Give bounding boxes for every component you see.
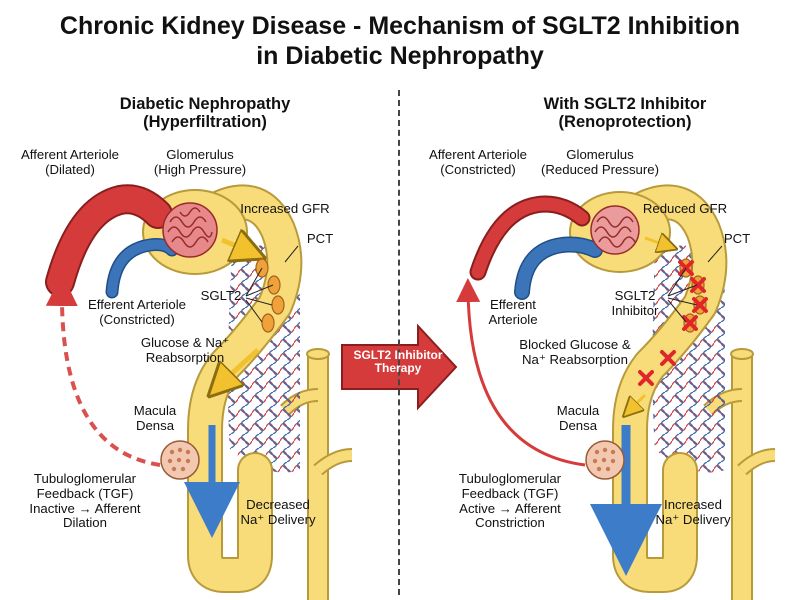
right-tgf-feedback-arrow — [456, 278, 586, 467]
right-sglt2-label: SGLT2 Inhibitor — [611, 288, 659, 318]
left-tgf-label: Tubuloglomerular Feedback (TGF) Inactive… — [29, 471, 141, 531]
right-glomerulus-label: Glomerulus (Reduced Pressure) — [540, 147, 659, 177]
left-sglt2-label: SGLT2 — [200, 288, 242, 303]
left-delivery-label: Decreased Na⁺ Delivery — [240, 497, 316, 527]
left-glomerulus — [162, 202, 218, 258]
right-reabsorption-arrow — [630, 393, 647, 410]
left-tgf-feedback-arrow — [45, 274, 161, 467]
right-sglt2-pointers — [667, 245, 723, 323]
right-pct-label: PCT — [723, 231, 751, 246]
right-panel-art — [456, 184, 776, 600]
right-delivery-label: Increased Na⁺ Delivery — [655, 497, 731, 527]
right-macula-densa — [585, 440, 625, 480]
right-afferent-label: Afferent Arteriole (Constricted) — [429, 147, 527, 177]
left-panel-heading: Diabetic Nephropathy (Hyperfiltration) — [119, 95, 291, 132]
right-efferent-label: Efferent Arteriole — [488, 297, 538, 327]
right-gfr-label: Reduced GFR — [642, 201, 728, 216]
left-reabsorption-label: Glucose & Na⁺ Reabsorption — [140, 335, 230, 365]
left-gfr-label: Increased GFR — [240, 201, 330, 216]
left-afferent-label: Afferent Arteriole (Dilated) — [21, 147, 119, 177]
therapy-arrow-label: SGLT2 Inhibitor Therapy — [353, 348, 443, 376]
left-panel-art — [45, 184, 353, 600]
right-glomerulus — [590, 205, 640, 255]
panel-divider — [398, 90, 400, 595]
page-title: Chronic Kidney Disease - Mechanism of SG… — [59, 12, 741, 70]
left-glomerulus-label: Glomerulus (High Pressure) — [153, 147, 247, 177]
right-reabsorption-label: Blocked Glucose & Na⁺ Reabsorption — [519, 337, 631, 367]
left-sglt2-pointers — [245, 245, 299, 323]
right-gfr-arrow — [644, 238, 668, 246]
left-efferent-label: Efferent Arteriole (Constricted) — [88, 297, 186, 327]
left-macula-densa — [160, 440, 200, 480]
right-collecting-duct — [703, 348, 776, 600]
right-panel-heading: With SGLT2 Inhibitor (Renoprotection) — [543, 95, 707, 132]
right-sglt2-block-marks — [638, 260, 708, 386]
left-reabsorption-arrow — [220, 348, 260, 385]
left-gfr-arrow — [221, 240, 250, 252]
left-macula-densa-label: Macula Densa — [133, 403, 177, 433]
left-pct-label: PCT — [306, 231, 334, 246]
right-tgf-label: Tubuloglomerular Feedback (TGF) Active →… — [458, 471, 562, 531]
right-macula-densa-label: Macula Densa — [556, 403, 600, 433]
